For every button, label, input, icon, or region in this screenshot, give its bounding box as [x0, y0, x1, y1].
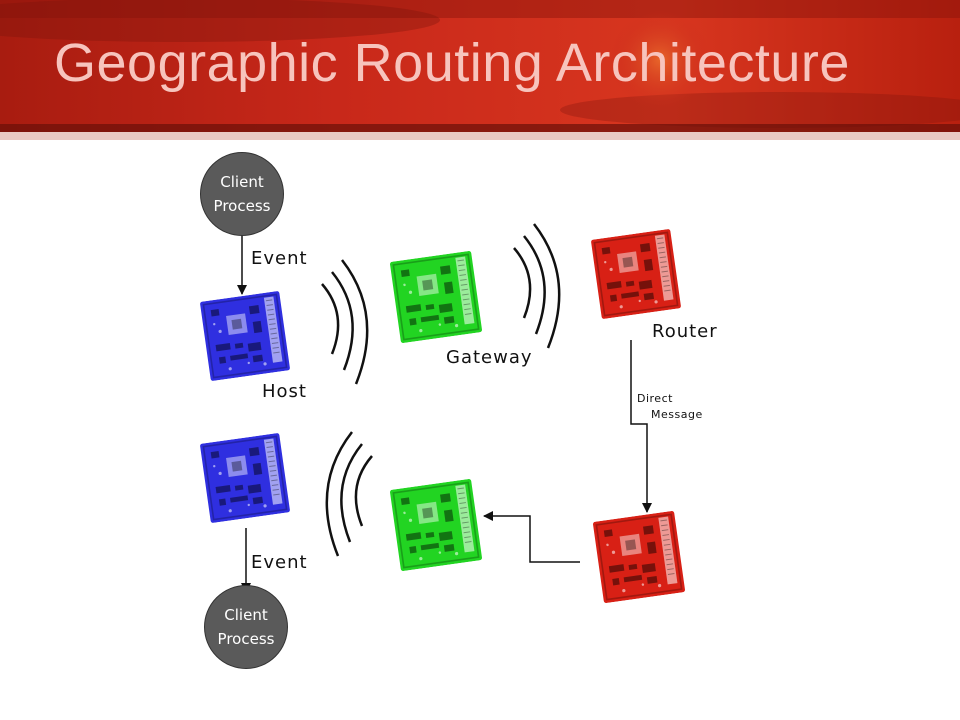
radio-waves-icon [320, 258, 369, 386]
client-label-line1: Client [220, 173, 264, 191]
radio-waves-icon [512, 222, 561, 350]
direct-message-arrow [630, 340, 652, 513]
client-process-top: Client Process [200, 152, 284, 236]
forward-arrow [483, 511, 580, 563]
gateway-mote-bottom [388, 477, 484, 573]
client-label-line2: Process [217, 630, 275, 648]
gateway-label: Gateway [446, 347, 533, 368]
banner-background [0, 0, 960, 140]
router-label: Router [652, 321, 718, 342]
page-title: Geographic Routing Architecture [54, 33, 850, 93]
direct-message-label-line1: Direct [637, 392, 673, 405]
host-label: Host [262, 381, 307, 402]
radio-waves-icon [325, 430, 374, 558]
title-banner: Geographic Routing Architecture [0, 0, 960, 140]
host-mote-bottom [198, 432, 292, 524]
gateway-mote-top [388, 249, 484, 345]
event-label-bottom: Event [251, 552, 308, 573]
client-label-line1: Client [224, 606, 268, 624]
router-mote-top [589, 228, 683, 320]
router-mote-bottom [591, 510, 687, 604]
direct-message-label-line2: Message [651, 408, 703, 421]
event-label-top: Event [251, 248, 308, 269]
host-mote-top [198, 290, 292, 382]
client-label-line2: Process [213, 197, 271, 215]
client-process-bottom: Client Process [204, 585, 288, 669]
